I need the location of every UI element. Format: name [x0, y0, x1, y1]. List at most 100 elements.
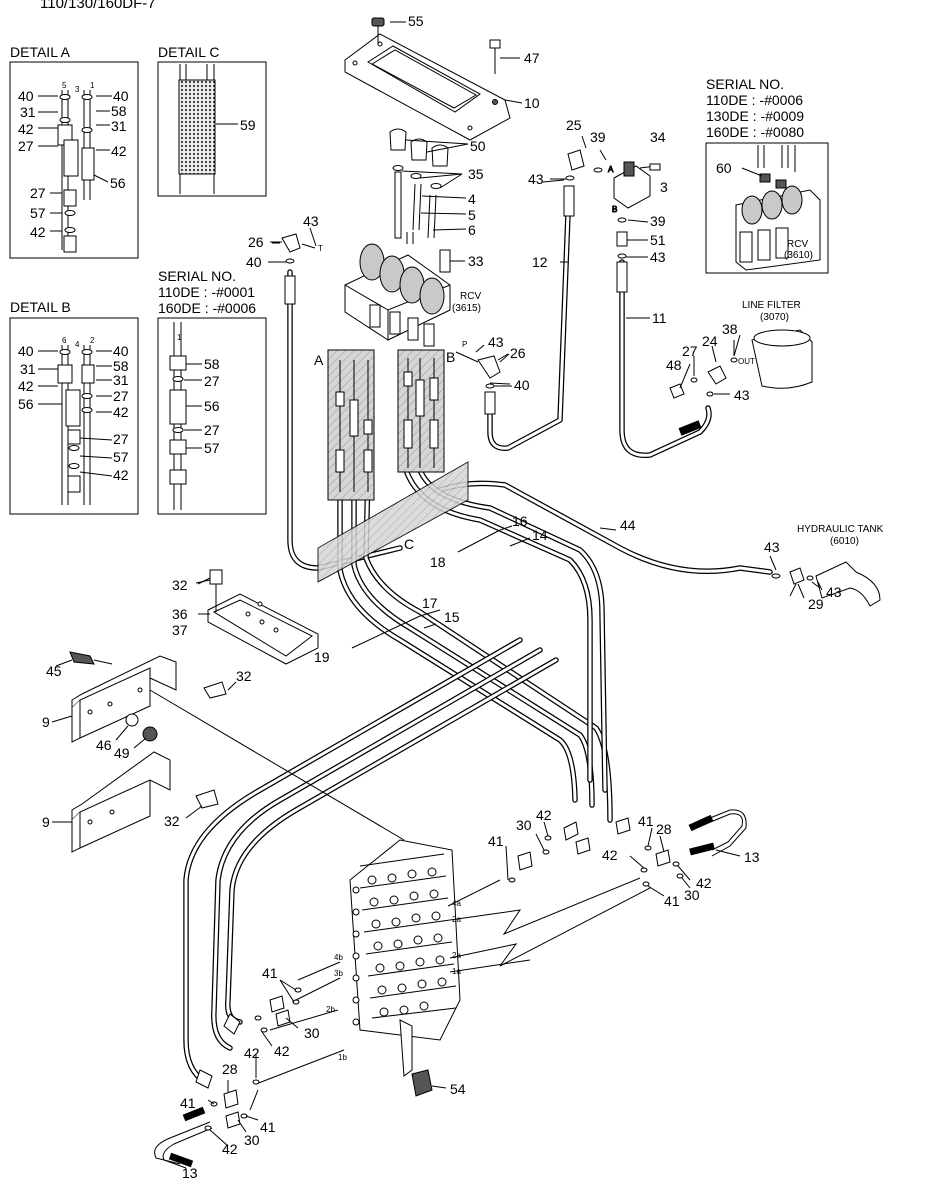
callout-number: 28 [222, 1061, 238, 1077]
callout-number: 43 [528, 171, 544, 187]
callout-number: 40 [514, 377, 530, 393]
callout-numbers: 55 47 10 50 35 4 5 6 33 43 26 40 25 39 3… [42, 13, 842, 1181]
port-a: A [608, 165, 614, 174]
serial-top-line: 110DE : -#0006 [706, 92, 803, 108]
detail-b-panel: DETAIL B 6 4 2 40 31 [9, 299, 139, 515]
detail-a-label: 31 [20, 104, 36, 120]
detail-a-port-1: 1 [90, 81, 95, 90]
detail-b-label: 42 [113, 467, 129, 483]
serial-top-rcv: RCV [787, 239, 808, 250]
line-filter: LINE FILTER (3070) OUT [669, 300, 813, 399]
callout-number: 12 [532, 254, 548, 270]
port-t: T [318, 244, 323, 253]
serial-mid-line: 160DE : -#0006 [158, 300, 256, 316]
detail-a-panel: DETAIL A 5 3 1 40 [9, 44, 139, 259]
detail-a-label: 42 [30, 224, 46, 240]
callout-number: 43 [303, 213, 319, 229]
serial-mid-label: 27 [204, 373, 220, 389]
callout-number: 46 [96, 737, 112, 753]
callout-number: 9 [42, 814, 50, 830]
serial-mid-label: 57 [204, 440, 220, 456]
hydraulic-tank-code: (6010) [830, 536, 859, 547]
callout-number: 26 [510, 345, 526, 361]
callout-number: 40 [246, 254, 262, 270]
detail-c-label: 59 [240, 117, 256, 133]
serial-top-line: 160DE : -#0080 [706, 124, 804, 140]
valve-port: 1a [452, 967, 461, 976]
callout-number: 5 [468, 207, 476, 223]
section-a-letter: A [314, 352, 324, 368]
line-filter-label: LINE FILTER [742, 300, 801, 311]
brackets [69, 651, 405, 853]
callout-number: 29 [808, 596, 824, 612]
callout-number: 9 [42, 714, 50, 730]
callout-number: 16 [512, 513, 528, 529]
hose-13-left [154, 987, 302, 1169]
callout-number: 41 [664, 893, 680, 909]
serial-mid-panel: SERIAL NO. 110DE : -#0001 160DE : -#0006… [157, 268, 267, 515]
rubber-boots [389, 128, 469, 167]
callout-number: 41 [638, 813, 654, 829]
model-title: 110/130/160DF-7 [40, 0, 156, 12]
detail-a-label: 56 [110, 175, 126, 191]
callout-leaders [51, 179, 823, 1147]
callout-number: 17 [422, 595, 438, 611]
callout-number: 45 [46, 663, 62, 679]
detail-a-label: 40 [18, 88, 34, 104]
callout-number: 24 [702, 333, 718, 349]
callout-number: 38 [722, 321, 738, 337]
callout-number: 30 [304, 1025, 320, 1041]
callout-number: 41 [488, 833, 504, 849]
callout-number: 50 [470, 138, 486, 154]
callout-number: 30 [684, 887, 700, 903]
rcv-main-code: (3615) [452, 303, 481, 314]
callout-number: 41 [260, 1119, 276, 1135]
callout-number: 43 [734, 387, 750, 403]
section-b-letter: B [446, 349, 455, 365]
callout-number: 42 [222, 1141, 238, 1157]
callout-number: 42 [244, 1045, 260, 1061]
serial-top-panel: SERIAL NO. 110DE : -#0006 130DE : -#0009… [705, 76, 829, 274]
detail-b-label: 58 [113, 358, 129, 374]
callout-number: 43 [650, 249, 666, 265]
detail-b-label: 27 [113, 388, 129, 404]
serial-mid-label: 58 [204, 356, 220, 372]
callout-number: 54 [450, 1081, 466, 1097]
serial-mid-title: SERIAL NO. [158, 268, 236, 284]
callout-number: 44 [620, 517, 636, 533]
callout-number: 13 [182, 1165, 198, 1181]
detail-b-label: 31 [113, 372, 129, 388]
section-b-box: B [397, 349, 455, 473]
callout-number: 30 [244, 1132, 260, 1148]
pilot-hoses [183, 185, 773, 1085]
callout-number: 42 [536, 807, 552, 823]
detail-a-label: 58 [111, 103, 127, 119]
detail-a-label: 42 [111, 143, 127, 159]
callout-number: 42 [696, 875, 712, 891]
callout-number: 55 [408, 13, 424, 29]
serial-top-rcv-code: (3610) [784, 250, 813, 261]
detail-b-label: 31 [20, 361, 36, 377]
callout-number: 30 [516, 817, 532, 833]
detail-b-port-2: 2 [90, 336, 95, 345]
callout-number: 14 [532, 527, 548, 543]
callout-number: 4 [468, 191, 476, 207]
detail-a-label: 57 [30, 205, 46, 221]
callout-number: 41 [180, 1095, 196, 1111]
valve-port: 4b [334, 953, 343, 962]
callout-number: 26 [248, 234, 264, 250]
section-a-box: A [314, 349, 375, 501]
detail-b-label: 40 [18, 343, 34, 359]
detail-a-port-3: 3 [75, 85, 80, 94]
elbow-fitting-26 [268, 233, 316, 264]
hydraulic-tank-label: HYDRAULIC TANK [797, 524, 884, 535]
detail-c-panel: DETAIL C 59 [157, 44, 267, 197]
valve-port: 1b [338, 1053, 347, 1062]
callout-number: 15 [444, 609, 460, 625]
callout-number: 33 [468, 253, 484, 269]
rcv-main-valve: RCV (3615) T P [318, 243, 481, 349]
valve-port: 2a [452, 951, 461, 960]
valve-port: 3b [334, 969, 343, 978]
callout-number: 32 [172, 577, 188, 593]
solenoid-valve: A B [550, 135, 661, 259]
